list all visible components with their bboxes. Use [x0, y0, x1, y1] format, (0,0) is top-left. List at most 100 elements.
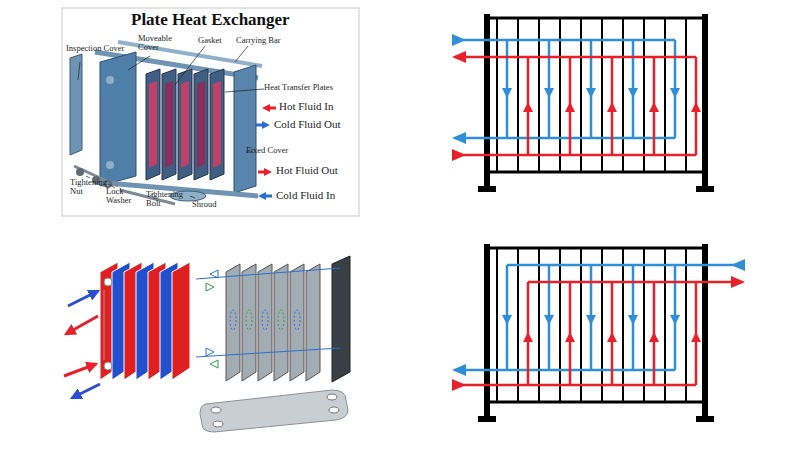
port-arrow [206, 348, 214, 356]
flow-arrow [731, 259, 745, 271]
leader-line [128, 56, 150, 70]
gasket-area [165, 81, 173, 168]
flow-mark [294, 310, 300, 330]
port [106, 161, 114, 169]
flow-arrow [544, 315, 554, 325]
transfer-plate [194, 69, 208, 180]
hot-plate [172, 262, 190, 380]
flow-arrow [628, 315, 638, 325]
gasket-area [181, 81, 189, 168]
flow-arrow [670, 315, 680, 325]
port-arrow [210, 270, 218, 278]
port [106, 76, 114, 84]
gray-plate [306, 264, 320, 381]
port-line [196, 268, 340, 279]
port-line [104, 290, 105, 360]
plate-line [685, 18, 687, 172]
part-label: Hot Fluid Out [276, 165, 338, 177]
cold-in-arrow [68, 291, 98, 306]
flow-arrow [586, 315, 596, 325]
gray-plate [258, 264, 272, 381]
cold-out-arrow [72, 384, 100, 398]
transfer-plate [146, 69, 160, 180]
port-arrow [206, 283, 214, 291]
plate-frame [478, 244, 714, 422]
flow-arrow [586, 88, 596, 98]
flow-arrow [628, 88, 638, 98]
flow-arrow [544, 88, 554, 98]
flow-arrow [607, 102, 617, 112]
flow-mark [278, 310, 284, 330]
moveable-cover [100, 52, 136, 186]
gray-plate [274, 264, 288, 381]
port-arrow [210, 360, 218, 368]
port [329, 407, 339, 413]
flow-arrow [258, 192, 266, 200]
flow-arrow [262, 104, 270, 112]
flow-arrow [731, 276, 745, 288]
flow-mark [246, 310, 252, 330]
part-label: Hot Fluid In [279, 101, 333, 113]
flow-arrow [264, 168, 272, 176]
flow-arrow [565, 332, 575, 342]
inspection-cover [70, 54, 82, 155]
tightening-nut [76, 168, 84, 176]
bottom-bar [487, 171, 705, 174]
part-label: Gasket [198, 36, 222, 45]
flow-arrow [691, 332, 701, 342]
leader-line [235, 46, 248, 62]
frame-foot [478, 186, 496, 192]
hot-in-arrow [64, 364, 96, 376]
part-label: Fixed Cover [246, 146, 288, 155]
gray-plate [290, 264, 304, 381]
single-plate [200, 390, 348, 432]
flow-arrow [502, 88, 512, 98]
flow-arrow [452, 149, 466, 161]
gasket-area [213, 81, 221, 168]
hot-out-arrow [66, 316, 98, 334]
part-label: Cold Fluid In [276, 190, 335, 202]
flow-arrow [649, 102, 659, 112]
flow-arrow [523, 102, 533, 112]
flow-arrow [607, 332, 617, 342]
flow-arrow [691, 102, 701, 112]
flow-top [452, 34, 701, 161]
gray-plate [226, 264, 240, 381]
gray-plate [242, 264, 256, 381]
panel-frame [62, 8, 359, 216]
gasket-area [149, 81, 157, 168]
leader-line [190, 196, 195, 198]
flow-arrow [256, 124, 262, 127]
leader-line [175, 46, 205, 85]
flow-arrow [266, 195, 272, 198]
part-label: Moveable Cover [138, 34, 178, 52]
flow-arrow [270, 107, 276, 110]
top-bar [487, 17, 705, 20]
gasket-area [197, 81, 205, 168]
part-label: Lock Washer [106, 187, 138, 205]
title: Plate Heat Exchanger [131, 10, 290, 30]
part-label: Carrying Bar [236, 36, 281, 45]
flow-arrow [565, 102, 575, 112]
port [327, 394, 337, 400]
part-label: Cold Fluid Out [274, 119, 341, 131]
flow-arrow [670, 88, 680, 98]
frame-post [702, 14, 708, 192]
port [104, 362, 112, 370]
hot-flow [455, 57, 696, 155]
transfer-plate [210, 69, 224, 180]
end-plate [332, 256, 350, 382]
part-label: Inspection Cover [66, 44, 138, 53]
leader-line [225, 89, 264, 92]
port [211, 407, 221, 413]
flow-arrow [523, 332, 533, 342]
flow-arrow [452, 34, 466, 46]
flow-arrow [649, 332, 659, 342]
frame-foot [696, 186, 714, 192]
flow-mark [262, 310, 268, 330]
flow-arrow [452, 379, 466, 391]
fixed-cover [234, 65, 256, 193]
